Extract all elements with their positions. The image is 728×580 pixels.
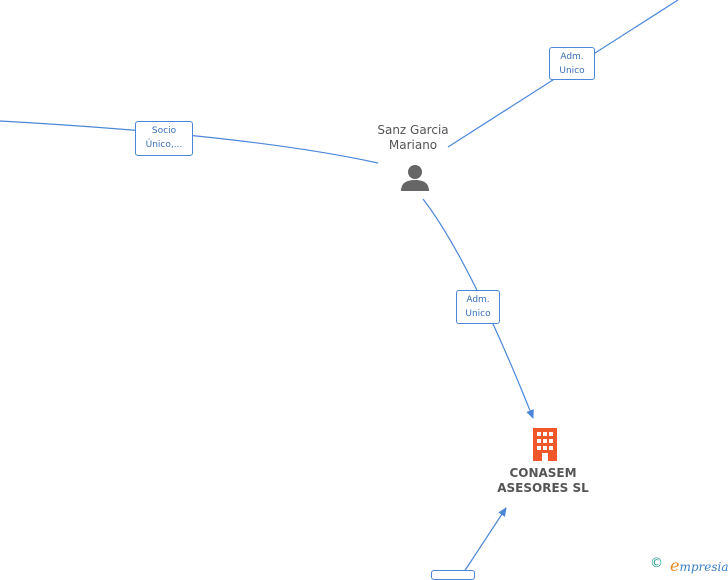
person-name-line1: Sanz Garcia	[377, 123, 449, 137]
edge-left	[0, 120, 379, 164]
company-name[interactable]: CONASEM ASESORES SL	[484, 466, 602, 496]
edge-person-company	[422, 198, 534, 419]
copyright-symbol: ©	[650, 556, 663, 571]
brand-logo: empresia	[670, 556, 728, 575]
edge-label-top-right[interactable]: Adm. Unico	[549, 47, 595, 80]
edge-bottom-company	[461, 507, 507, 575]
edge-label-bottom[interactable]	[431, 570, 475, 580]
brand-rest: mpresia	[679, 560, 728, 574]
brand-initial: e	[670, 556, 680, 575]
edge-label-line2: Unico	[559, 66, 585, 76]
building-icon[interactable]	[530, 427, 560, 462]
edge-label-line1: Adm.	[466, 295, 490, 305]
edge-label-line1: Adm.	[560, 52, 584, 62]
person-name[interactable]: Sanz Garcia Mariano	[356, 123, 470, 153]
edge-label-line2: Unico	[465, 309, 491, 319]
company-name-line2: ASESORES SL	[497, 481, 589, 495]
company-name-line1: CONASEM	[509, 466, 577, 480]
edge-label-line1: Socio	[151, 126, 177, 136]
edge-label-line2: Único,...	[145, 140, 183, 150]
person-name-line2: Mariano	[388, 138, 438, 152]
edge-label-left[interactable]: Socio Único,...	[135, 121, 193, 156]
person-icon[interactable]	[400, 163, 430, 192]
edge-label-person-company[interactable]: Adm. Unico	[456, 290, 500, 324]
